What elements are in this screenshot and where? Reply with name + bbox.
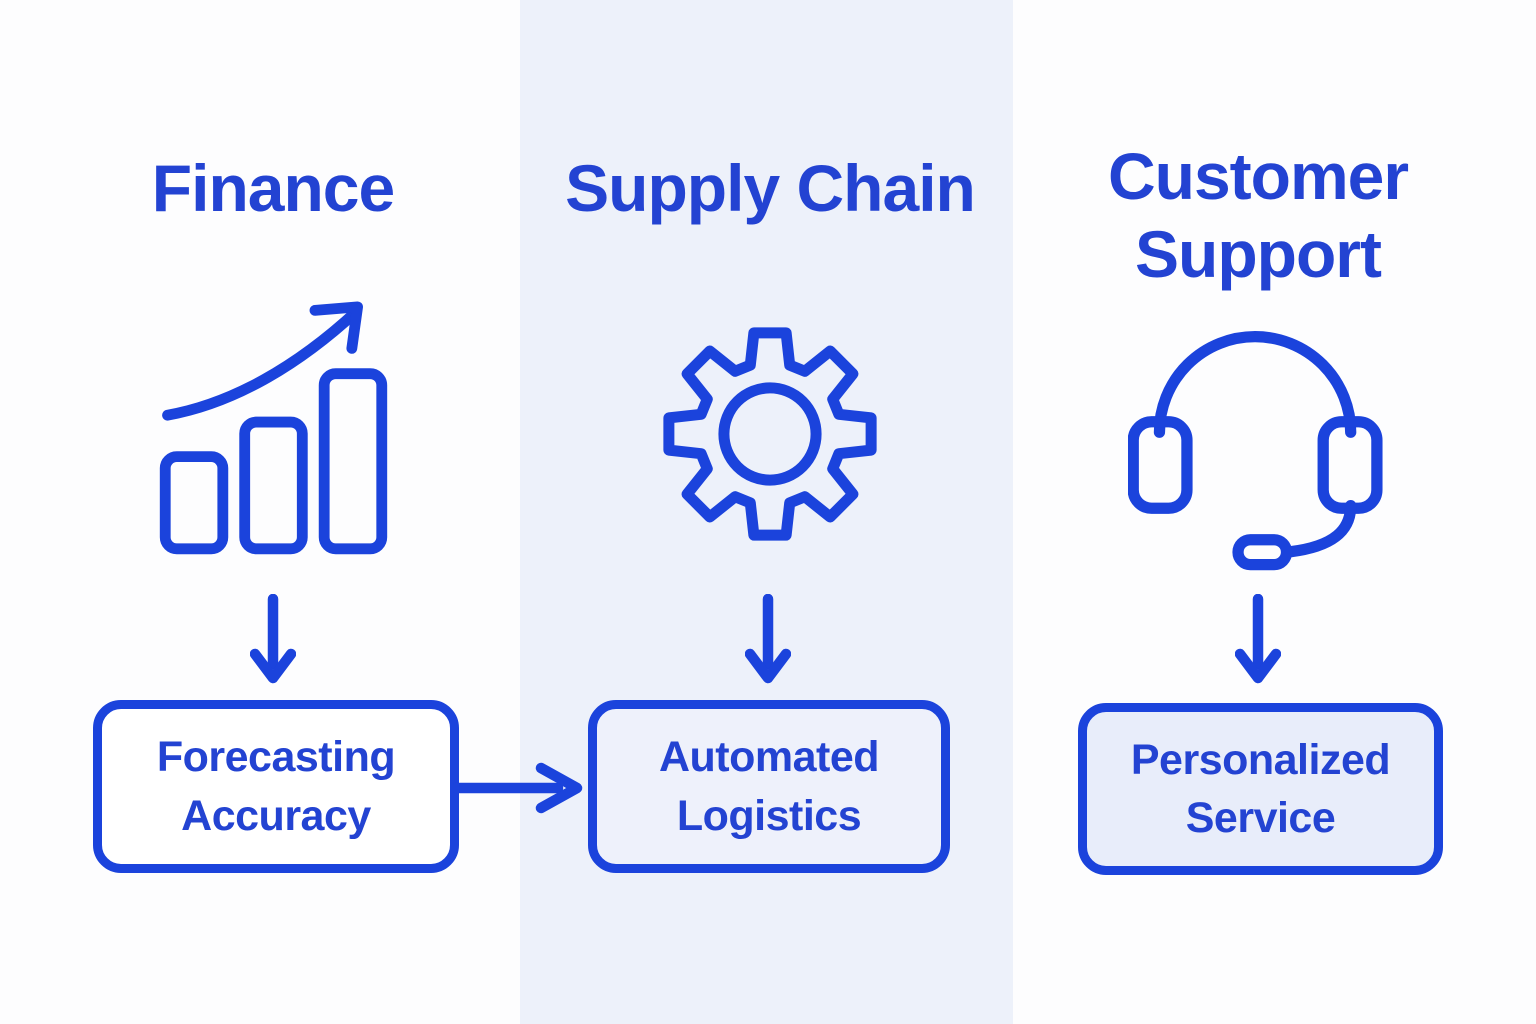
flow-box-personalized-service: Personalized Service (1078, 703, 1443, 875)
column-title-finance: Finance (151, 151, 395, 225)
flow-box-automated-logistics: Automated Logistics (588, 700, 950, 873)
down-arrow-icon (1235, 594, 1281, 684)
down-arrow-icon (745, 594, 791, 684)
right-arrow-connector-icon (453, 762, 583, 814)
bar-chart-growth-icon (159, 301, 388, 555)
flow-box-label: Personalized Service (1130, 735, 1391, 842)
column-title-customer-support: Customer Support (1107, 139, 1409, 291)
column-title-supply-chain: Supply Chain (565, 151, 976, 225)
down-arrow-icon (250, 594, 296, 684)
flow-box-label: Automated Logistics (658, 733, 880, 840)
flow-box-forecasting-accuracy: Forecasting Accuracy (93, 700, 459, 873)
headset-icon (1128, 331, 1383, 571)
flow-box-label: Forecasting Accuracy (156, 733, 396, 840)
gear-icon (663, 327, 877, 541)
